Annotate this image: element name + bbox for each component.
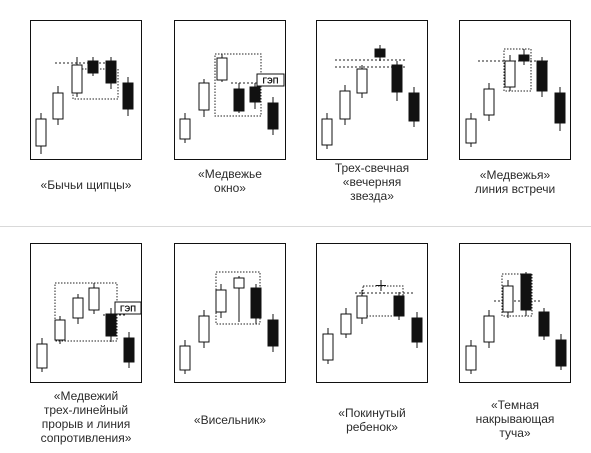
- candle: [393, 292, 405, 320]
- candle: [374, 45, 386, 61]
- candle: [179, 340, 191, 374]
- candlestick-chart-bearish-window: ГЭП: [179, 53, 285, 143]
- candle: [35, 113, 47, 154]
- pattern-chart-panel: [459, 20, 571, 160]
- candle: [322, 328, 334, 364]
- pattern-caption: «Покинутый ребенок»: [338, 406, 406, 434]
- candle: [554, 87, 566, 131]
- candlestick-chart-dark-cloud-cover: [465, 272, 567, 374]
- candle: [249, 83, 261, 109]
- candle: [198, 79, 210, 117]
- pattern-highlight-box: [501, 273, 533, 317]
- candle: [123, 332, 135, 368]
- pattern-chart-panel: [316, 20, 428, 160]
- candlestick-chart-evening-star: [321, 45, 420, 149]
- candlestick-chart-bullish-tweezers: [35, 57, 134, 154]
- candlestick-chart-three-line-strike: ГЭП: [36, 282, 142, 372]
- candle: [538, 308, 550, 340]
- row-divider: [0, 226, 591, 227]
- gap-label-box: [256, 73, 285, 87]
- candle: [483, 310, 495, 348]
- candle: [215, 284, 227, 318]
- candle: [233, 83, 245, 113]
- candle: [233, 276, 245, 322]
- pattern-caption: «Бычьи щипцы»: [40, 178, 132, 192]
- candle: [216, 54, 228, 82]
- pattern-chart-panel: ГЭП: [174, 20, 286, 160]
- pattern-chart-panel: [30, 20, 142, 160]
- gap-label: ГЭП: [263, 77, 279, 86]
- candlestick-chart-hanging-man: [179, 271, 279, 374]
- candle: [71, 57, 83, 97]
- pattern-caption: «Висельник»: [193, 413, 267, 427]
- candle: [465, 113, 477, 147]
- candle: [88, 283, 100, 314]
- candle: [504, 55, 516, 91]
- pattern-caption: «Медвежий трех-линейный прорыв и линия с…: [40, 389, 132, 445]
- pattern-caption: Трех-свечная «вечерняя звезда»: [334, 161, 410, 203]
- pattern-caption: «Медвежья» линия встречи: [474, 168, 556, 196]
- pattern-caption: «Темная накрывающая туча»: [475, 398, 555, 440]
- candle: [555, 334, 567, 370]
- candle: [52, 86, 64, 125]
- pattern-caption: «Медвежье окно»: [198, 167, 262, 195]
- pattern-chart-panel: [174, 243, 286, 383]
- candle: [356, 290, 368, 324]
- candle: [483, 83, 495, 121]
- candlestick-chart-abandoned-baby: [322, 280, 423, 364]
- pattern-chart-panel: [316, 243, 428, 383]
- candle: [105, 57, 117, 89]
- candle: [411, 312, 423, 348]
- pattern-chart-panel: ГЭП: [30, 243, 142, 383]
- candle: [198, 310, 210, 348]
- candle: [122, 77, 134, 116]
- pattern-chart-panel: [459, 243, 571, 383]
- candle: [267, 97, 279, 135]
- candlestick-chart-bearish-meeting-line: [465, 48, 566, 147]
- candle: [54, 316, 66, 344]
- candle: [518, 49, 530, 65]
- pattern-highlight-box: [503, 48, 532, 92]
- candle: [339, 85, 351, 125]
- doji-star: [376, 280, 386, 291]
- candle: [36, 338, 48, 372]
- candle: [267, 314, 279, 352]
- candle: [72, 294, 84, 324]
- candle: [179, 113, 191, 143]
- candle: [87, 57, 99, 76]
- candle: [465, 340, 477, 374]
- candle: [321, 113, 333, 149]
- gap-label: ГЭП: [120, 305, 136, 314]
- candle: [408, 87, 420, 127]
- candle: [250, 284, 262, 324]
- candle: [105, 308, 117, 342]
- candle: [536, 57, 548, 97]
- candle: [356, 65, 368, 98]
- candle: [391, 61, 403, 101]
- candle: [502, 280, 514, 318]
- candle: [520, 272, 532, 316]
- candle: [340, 308, 352, 338]
- gap-label-box: [114, 301, 142, 315]
